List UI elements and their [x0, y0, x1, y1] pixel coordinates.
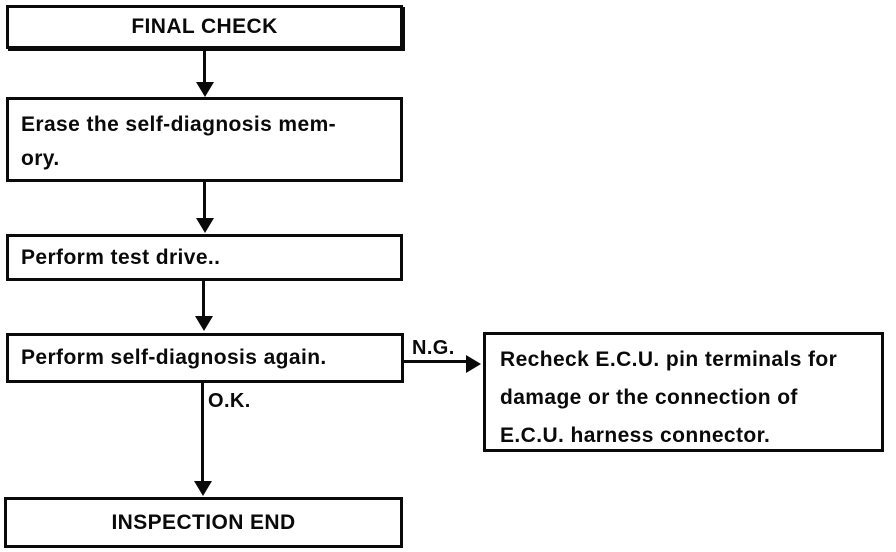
flow-node-self-diagnosis-again: Perform self-diagnosis again. [6, 333, 404, 383]
connector-final-check-to-erase [203, 49, 206, 83]
arrowhead-right-icon [466, 355, 481, 373]
arrowhead-down-icon [196, 218, 214, 233]
flow-node-inspection-end: INSPECTION END [4, 497, 403, 548]
connector-self-diagnosis-to-recheck [401, 360, 469, 363]
arrowhead-down-icon [196, 82, 214, 97]
connector-erase-to-test-drive [203, 182, 206, 219]
edge-label-ng: N.G. [412, 337, 455, 359]
flow-node-erase-memory: Erase the self-diagnosis mem- ory. [6, 97, 403, 182]
connector-test-drive-to-self-diagnosis [202, 281, 205, 317]
flow-node-test-drive: Perform test drive.. [6, 234, 403, 281]
arrowhead-down-icon [195, 316, 213, 331]
arrowhead-down-icon [194, 481, 212, 496]
edge-label-ok: O.K. [208, 390, 251, 412]
connector-self-diagnosis-to-inspection-end [201, 383, 204, 482]
flow-node-recheck-ecu: Recheck E.C.U. pin terminals for damage … [483, 332, 884, 452]
flow-node-final-check: FINAL CHECK [6, 5, 403, 49]
